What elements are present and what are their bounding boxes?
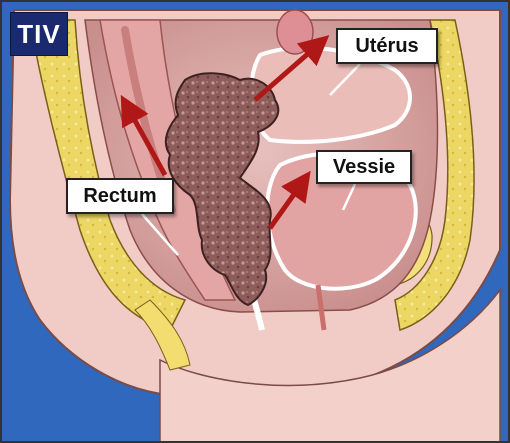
- stage-badge: TIV: [10, 12, 68, 56]
- ovary-structure: [277, 10, 313, 54]
- rectum-label: Rectum: [66, 178, 174, 214]
- uterus-label: Utérus: [336, 28, 438, 64]
- bladder-label: Vessie: [316, 150, 412, 184]
